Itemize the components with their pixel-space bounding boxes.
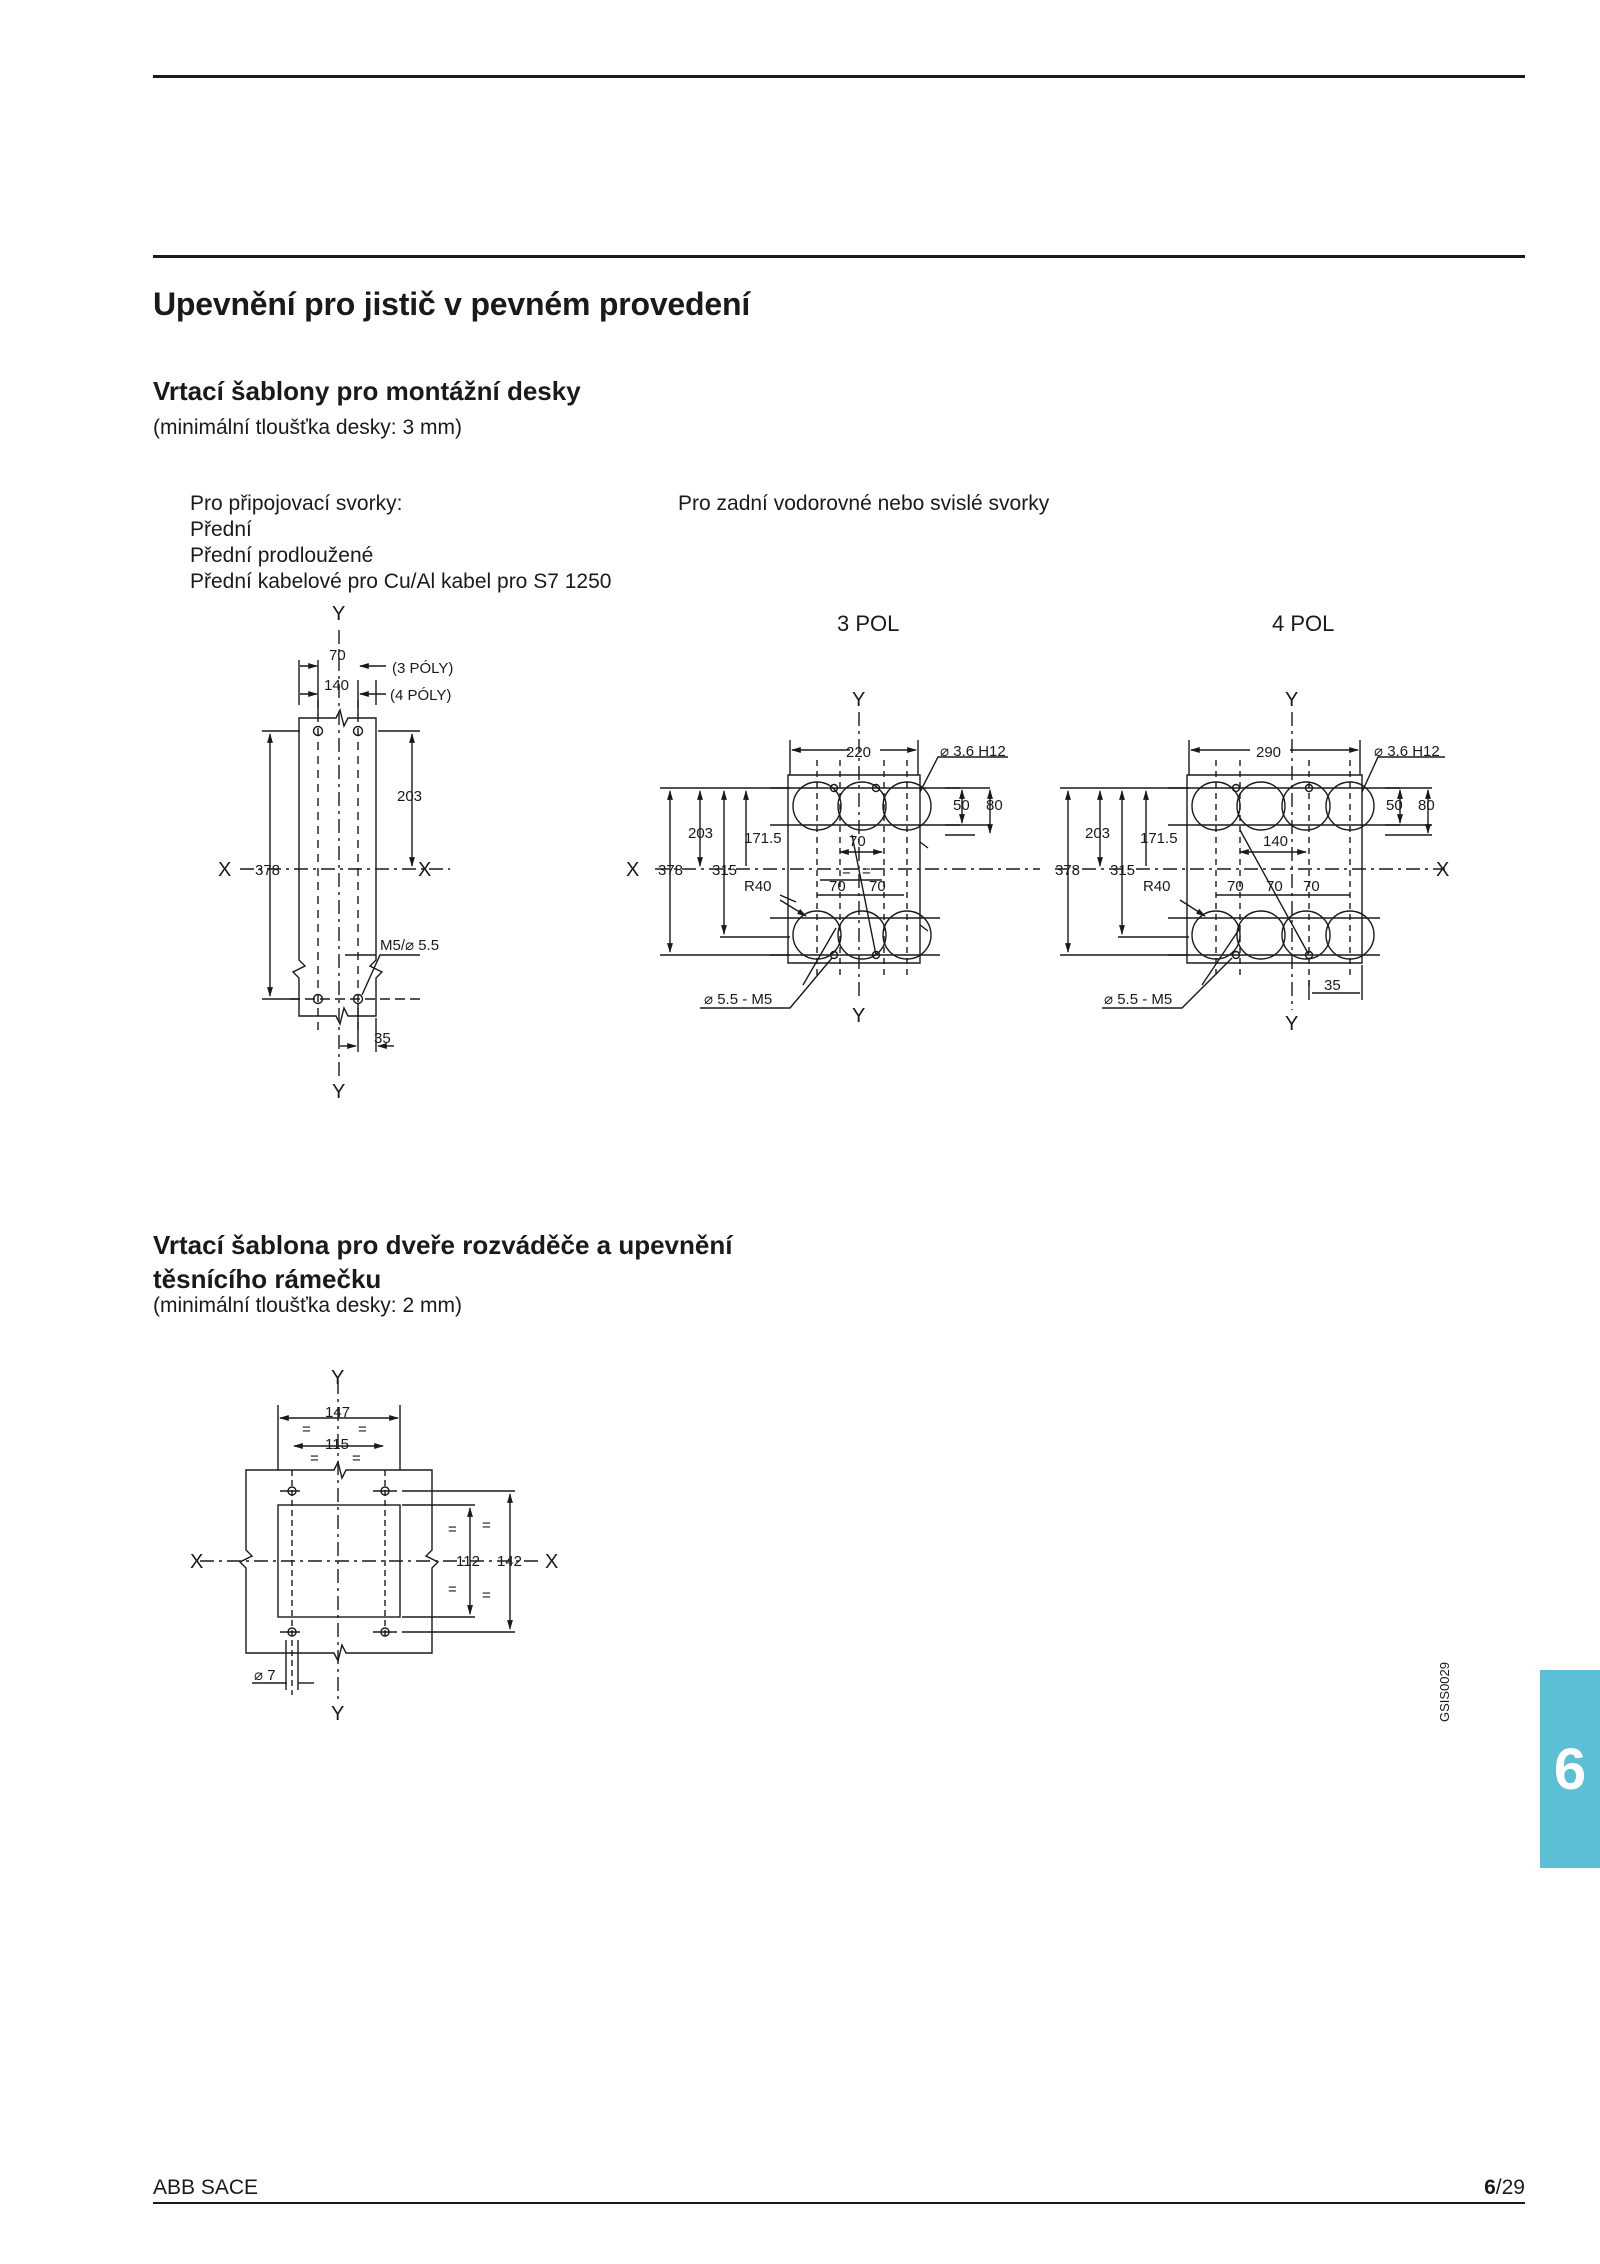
pol4-d50: 50 (1386, 797, 1403, 814)
pol4-label: 4 POL (1272, 611, 1335, 636)
section1-note: (minimální tloušťka desky: 3 mm) (153, 416, 462, 439)
pol3-d315: 315 (712, 862, 737, 879)
front-y-top: Y (332, 603, 345, 625)
door-d112: 112 (456, 1553, 480, 1570)
front-d378: 378 (255, 862, 280, 879)
door-eq-3: = (310, 1450, 319, 1467)
door-x-left: X (190, 1551, 203, 1573)
top-rule (153, 75, 1525, 78)
pol3-x-left: X (626, 859, 639, 881)
door-d142: 142 (497, 1553, 522, 1570)
door-d115: 115 (325, 1436, 349, 1453)
pol4-d171: 171.5 (1140, 830, 1178, 847)
pol3-eq-2: = (862, 863, 871, 880)
front-d35: 35 (374, 1030, 391, 1047)
door-d147: 147 (325, 1404, 350, 1421)
section2-heading-line1: Vrtací šablona pro dveře rozváděče a upe… (153, 1230, 733, 1260)
footer-rule (153, 2202, 1525, 2204)
section2-heading-line2: těsnícího rámečku (153, 1264, 382, 1294)
front-d203: 203 (397, 788, 422, 805)
front-d70: 70 (329, 647, 346, 664)
pol3-d70-top: 70 (849, 833, 866, 850)
page-number-bold: 6 (1484, 2176, 1496, 2199)
pol4-d315: 315 (1110, 862, 1135, 879)
pol4-h12: ⌀ 3.6 H12 (1374, 743, 1440, 760)
pol3-h12: ⌀ 3.6 H12 (940, 743, 1006, 760)
drawing-code: GSIS0029 (1437, 1662, 1452, 1722)
front-x-left: X (218, 859, 231, 881)
section2-heading: Vrtací šablona pro dveře rozváděče a upe… (153, 1228, 732, 1296)
front-label-line4: Přední kabelové pro Cu/Al kabel pro S7 1… (190, 570, 612, 593)
door-eq-1: = (302, 1421, 311, 1438)
door-eq-4: = (352, 1450, 361, 1467)
section1-heading: Vrtací šablony pro montážní desky (153, 376, 581, 406)
door-x-right: X (545, 1551, 558, 1573)
door-eq-5: = (448, 1521, 457, 1538)
door-d7: ⌀ 7 (254, 1667, 276, 1684)
rear-4pol-drawing (1055, 712, 1445, 1010)
pol3-d50: 50 (953, 797, 970, 814)
pol3-d220: 220 (846, 744, 871, 761)
front-poly3: (3 PÓLY) (392, 660, 453, 677)
page-title: Upevnění pro jistič v pevném provedení (153, 286, 751, 322)
pol3-d80: 80 (986, 797, 1003, 814)
front-m5: M5/⌀ 5.5 (380, 937, 439, 954)
pol4-d80: 80 (1418, 797, 1435, 814)
front-template-drawing (240, 630, 450, 1080)
pol4-m55: ⌀ 5.5 - M5 (1104, 991, 1172, 1008)
pol3-label: 3 POL (837, 611, 900, 636)
pol4-r40: R40 (1143, 878, 1171, 895)
door-y-top: Y (331, 1367, 344, 1389)
rear-3pol-drawing (655, 712, 1040, 1009)
page-number: 6/29 (1484, 2176, 1525, 2200)
front-d140: 140 (324, 677, 349, 694)
page-number-rest: /29 (1495, 2176, 1525, 2199)
header-rule (153, 255, 1525, 258)
front-label-line3: Přední prodloužené (190, 544, 374, 567)
door-y-bottom: Y (331, 1703, 344, 1725)
pol4-d70-b: 70 (1266, 878, 1283, 895)
pol3-d203: 203 (688, 825, 713, 842)
front-poly4: (4 PÓLY) (390, 687, 451, 704)
pol3-y-top: Y (852, 689, 865, 711)
front-y-bottom: Y (332, 1081, 345, 1103)
pol3-d378: 378 (658, 862, 683, 879)
door-eq-2: = (358, 1421, 367, 1438)
pol3-y-bottom: Y (852, 1005, 865, 1027)
pol3-eq-1: = (842, 863, 851, 880)
pol4-x-right: X (1436, 859, 1449, 881)
pol3-d70-a: 70 (829, 878, 846, 895)
pol4-d35: 35 (1324, 977, 1341, 994)
door-template-drawing (200, 1380, 540, 1700)
front-terminals-label: Pro připojovací svorky: Přední Přední pr… (190, 491, 611, 595)
pol4-d203: 203 (1085, 825, 1110, 842)
front-x-right: X (418, 859, 431, 881)
pol3-r40: R40 (744, 878, 772, 895)
pol4-y-top: Y (1285, 689, 1298, 711)
front-label-line1: Pro připojovací svorky: (190, 492, 403, 515)
footer-brand: ABB SACE (153, 2176, 259, 2199)
rear-terminals-label: Pro zadní vodorovné nebo svislé svorky (678, 492, 1050, 515)
chapter-tab: 6 (1540, 1670, 1600, 1868)
door-eq-8: = (482, 1587, 491, 1604)
pol4-d378: 378 (1055, 862, 1080, 879)
pol3-d70-b: 70 (869, 878, 886, 895)
pol3-m55: ⌀ 5.5 - M5 (704, 991, 772, 1008)
section2-note: (minimální tloušťka desky: 2 mm) (153, 1294, 462, 1317)
front-label-line2: Přední (190, 518, 252, 541)
pol4-d70-a: 70 (1227, 878, 1244, 895)
door-eq-6: = (482, 1517, 491, 1534)
pol4-d140: 140 (1263, 833, 1288, 850)
pol3-d171: 171.5 (744, 830, 782, 847)
pol4-d290: 290 (1256, 744, 1281, 761)
door-eq-7: = (448, 1581, 457, 1598)
pol4-d70-c: 70 (1303, 878, 1320, 895)
pol4-y-bottom: Y (1285, 1013, 1298, 1035)
